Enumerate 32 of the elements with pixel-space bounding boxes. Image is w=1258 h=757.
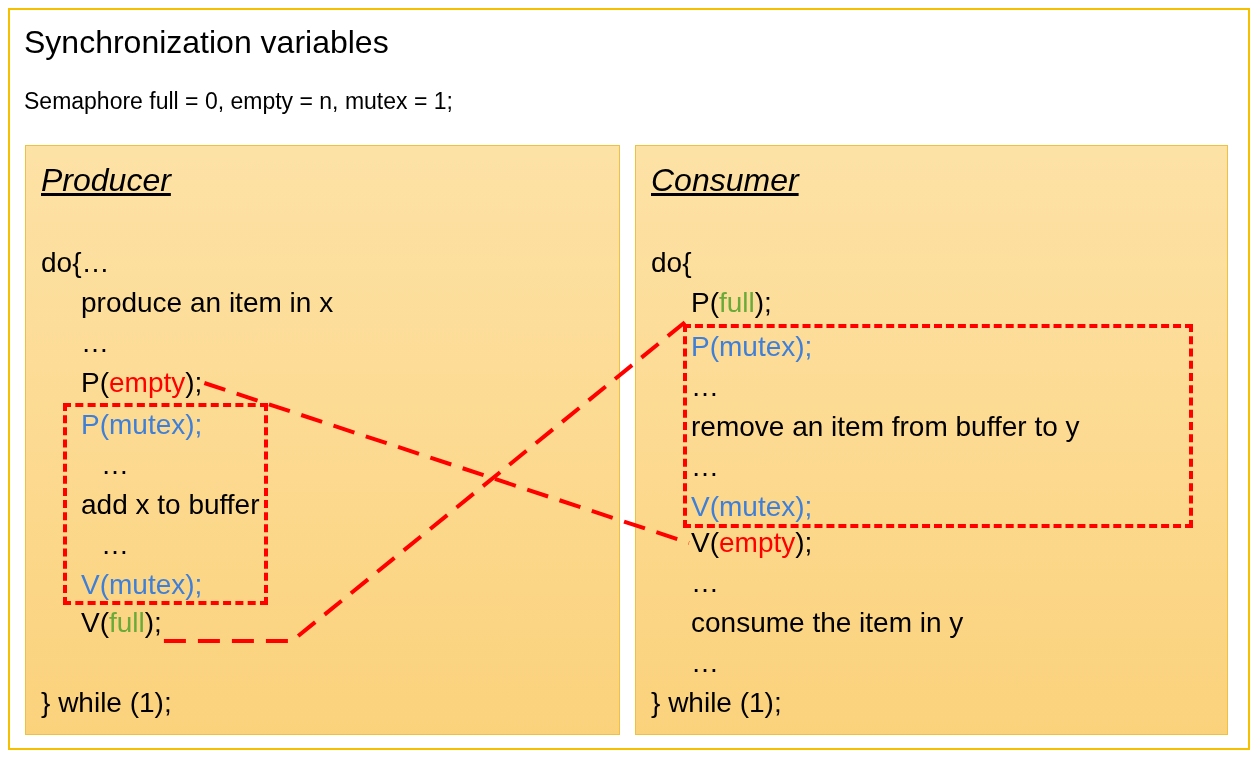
code-line: …	[691, 450, 719, 484]
code-panel	[635, 145, 1228, 735]
code-line: add x to buffer	[81, 488, 260, 522]
code-line: do{	[651, 246, 692, 280]
code-line: …	[691, 370, 719, 404]
code-line: P(mutex);	[81, 408, 203, 442]
code-line: } while (1);	[651, 686, 782, 720]
code-line: do{…	[41, 246, 110, 280]
code-line: V(mutex);	[691, 490, 813, 524]
declaration-text: Semaphore full = 0, empty = n, mutex = 1;	[24, 88, 453, 115]
critical-section-box	[683, 324, 1193, 528]
code-line: …	[691, 566, 719, 600]
diagram-title: Synchronization variables	[24, 24, 389, 61]
critical-section-box	[63, 403, 268, 605]
code-line: V(mutex);	[81, 568, 203, 602]
panel-heading: Producer	[41, 161, 171, 200]
code-line: produce an item in x	[81, 286, 334, 320]
code-line: P(mutex);	[691, 330, 813, 364]
code-line: P(empty);	[81, 363, 203, 403]
code-panel	[25, 145, 620, 735]
code-line: …	[101, 528, 129, 562]
panel-heading: Consumer	[651, 161, 799, 200]
code-line: consume the item in y	[691, 606, 964, 640]
code-line: V(empty);	[691, 523, 813, 563]
code-line: …	[81, 326, 109, 360]
code-line: remove an item from buffer to y	[691, 410, 1080, 444]
code-line: …	[691, 646, 719, 680]
code-line: P(full);	[691, 283, 772, 323]
code-line: V(full);	[81, 603, 162, 643]
code-line: } while (1);	[41, 686, 172, 720]
code-line: …	[101, 448, 129, 482]
dashed-connector	[203, 381, 690, 545]
